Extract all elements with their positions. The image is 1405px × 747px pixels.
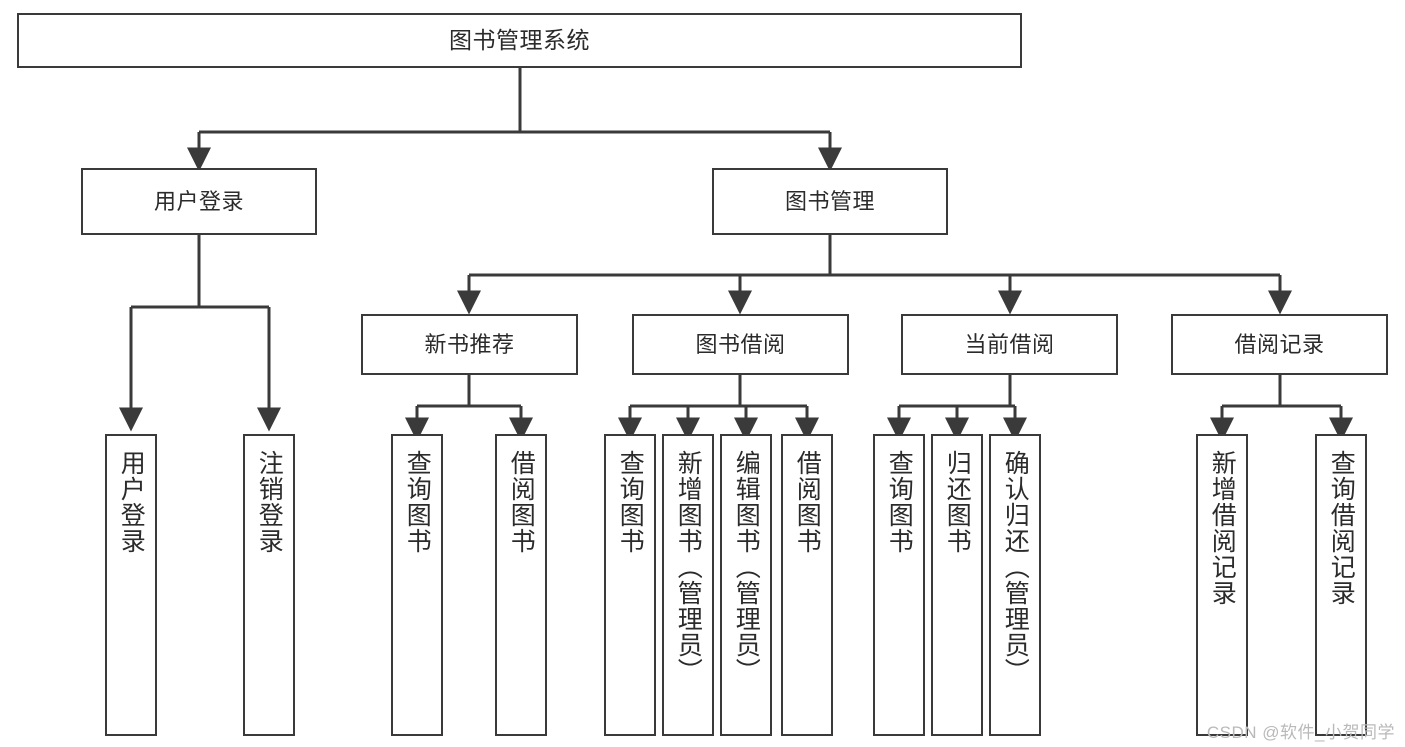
node-label: 查询图书: [616, 450, 645, 554]
node-label: 查询借阅记录: [1327, 450, 1356, 606]
leaf-borrow-book-recommend[interactable]: 借阅图书: [495, 434, 547, 736]
leaf-edit-book-admin[interactable]: 编辑图书（管理员）: [720, 434, 772, 736]
node-label: 借阅图书: [793, 450, 822, 554]
node-label: 用户登录: [117, 450, 146, 554]
node-label: 借阅记录: [1234, 331, 1325, 357]
leaf-borrow-book[interactable]: 借阅图书: [781, 434, 833, 736]
node-book-management[interactable]: 图书管理: [712, 168, 948, 235]
node-new-book-recommend[interactable]: 新书推荐: [361, 314, 578, 375]
node-label: 查询图书: [885, 450, 914, 554]
leaf-query-book-recommend[interactable]: 查询图书: [391, 434, 443, 736]
node-label: 当前借阅: [964, 331, 1055, 357]
node-borrow-records[interactable]: 借阅记录: [1171, 314, 1388, 375]
node-label: 查询图书: [403, 450, 432, 554]
leaf-query-book-borrow[interactable]: 查询图书: [604, 434, 656, 736]
leaf-query-borrow-record[interactable]: 查询借阅记录: [1315, 434, 1367, 736]
node-label: 归还图书: [943, 450, 972, 554]
node-label: 新书推荐: [424, 331, 515, 357]
node-label: 图书管理: [784, 188, 875, 214]
node-label: 图书管理系统: [449, 26, 590, 53]
node-label: 新增借阅记录: [1208, 450, 1237, 606]
node-label: 注销登录: [255, 450, 284, 554]
leaf-add-borrow-record[interactable]: 新增借阅记录: [1196, 434, 1248, 736]
node-user-login[interactable]: 用户登录: [81, 168, 317, 235]
leaf-user-login[interactable]: 用户登录: [105, 434, 157, 736]
node-current-borrow[interactable]: 当前借阅: [901, 314, 1118, 375]
node-label: 借阅图书: [507, 450, 536, 554]
leaf-return-book[interactable]: 归还图书: [931, 434, 983, 736]
node-root-system[interactable]: 图书管理系统: [17, 13, 1022, 68]
node-label: 新增图书（管理员）: [674, 450, 703, 684]
node-book-borrow[interactable]: 图书借阅: [632, 314, 849, 375]
leaf-logout[interactable]: 注销登录: [243, 434, 295, 736]
node-label: 图书借阅: [695, 331, 786, 357]
node-label: 确认归还（管理员）: [1001, 450, 1030, 684]
leaf-confirm-return-admin[interactable]: 确认归还（管理员）: [989, 434, 1041, 736]
node-label: 编辑图书（管理员）: [732, 450, 761, 684]
leaf-query-book-current[interactable]: 查询图书: [873, 434, 925, 736]
leaf-add-book-admin[interactable]: 新增图书（管理员）: [662, 434, 714, 736]
node-label: 用户登录: [153, 188, 244, 214]
watermark: CSDN @软件_小贺同学: [1206, 723, 1395, 742]
